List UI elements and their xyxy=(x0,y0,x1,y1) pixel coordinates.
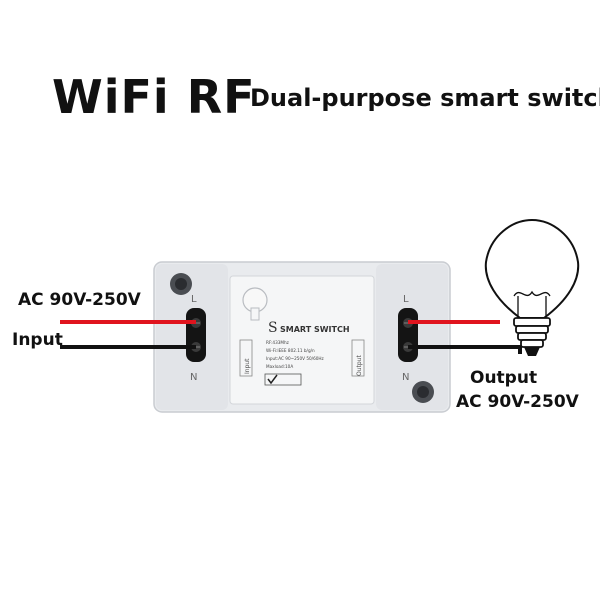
spec-input: Input:AC 90~250V 50/60Hz xyxy=(266,356,325,361)
page-subtitle: Dual-purpose smart switch xyxy=(250,84,600,112)
terminal-letter-output-l: L xyxy=(403,294,409,305)
output-neutral-wire xyxy=(408,345,522,354)
input-side-label: Input xyxy=(239,339,253,377)
device-brand: SMART SWITCH xyxy=(280,325,350,334)
spec-wifi: Wi-Fi:IEEE 802.11 b/g/n xyxy=(266,348,315,353)
check-icon xyxy=(264,373,302,386)
terminal-block-input xyxy=(186,308,206,362)
output-voltage-label: AC 90V-250V xyxy=(456,392,579,412)
page-title: WiFi RF xyxy=(52,70,256,124)
bulb-icon xyxy=(484,218,580,356)
device-logo-letter: S xyxy=(268,320,278,336)
svg-text:Output: Output xyxy=(356,355,363,376)
title-block: WiFi RF Dual-purpose smart switch xyxy=(52,70,600,130)
output-side-label: Output xyxy=(351,339,365,377)
input-voltage-label: AC 90V-250V xyxy=(18,290,141,310)
screw-icon xyxy=(412,381,434,403)
input-label: Input xyxy=(12,330,63,350)
terminal-block-output xyxy=(398,308,418,362)
spec-load: Maxload:10A xyxy=(266,364,293,369)
terminal-letter-input-n: N xyxy=(190,372,197,383)
terminal-letter-output-n: N xyxy=(402,372,409,383)
terminal-letter-input-l: L xyxy=(191,294,197,305)
spec-rf: RF:433Mhz xyxy=(266,340,290,345)
pairing-button xyxy=(242,287,268,321)
output-label: Output xyxy=(470,368,538,388)
svg-text:Input: Input xyxy=(244,358,251,374)
device-label-area xyxy=(229,275,375,405)
screw-icon xyxy=(170,273,192,295)
